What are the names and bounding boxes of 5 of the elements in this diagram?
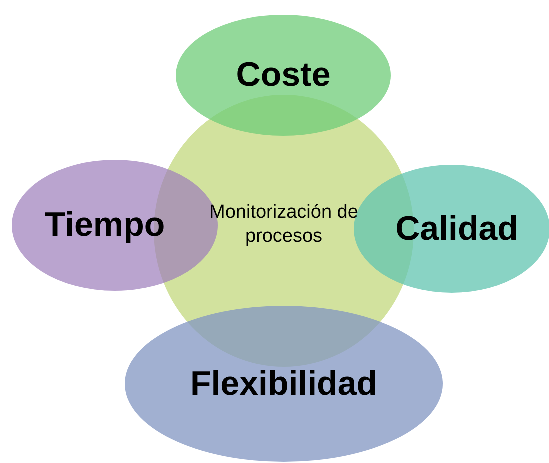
node-label: Tiempo [44, 205, 166, 246]
node-label: Monitorización de procesos [208, 201, 360, 249]
node-label: Flexibilidad [190, 364, 378, 405]
node-label: Calidad [396, 208, 518, 250]
node-label: Coste [236, 55, 331, 96]
